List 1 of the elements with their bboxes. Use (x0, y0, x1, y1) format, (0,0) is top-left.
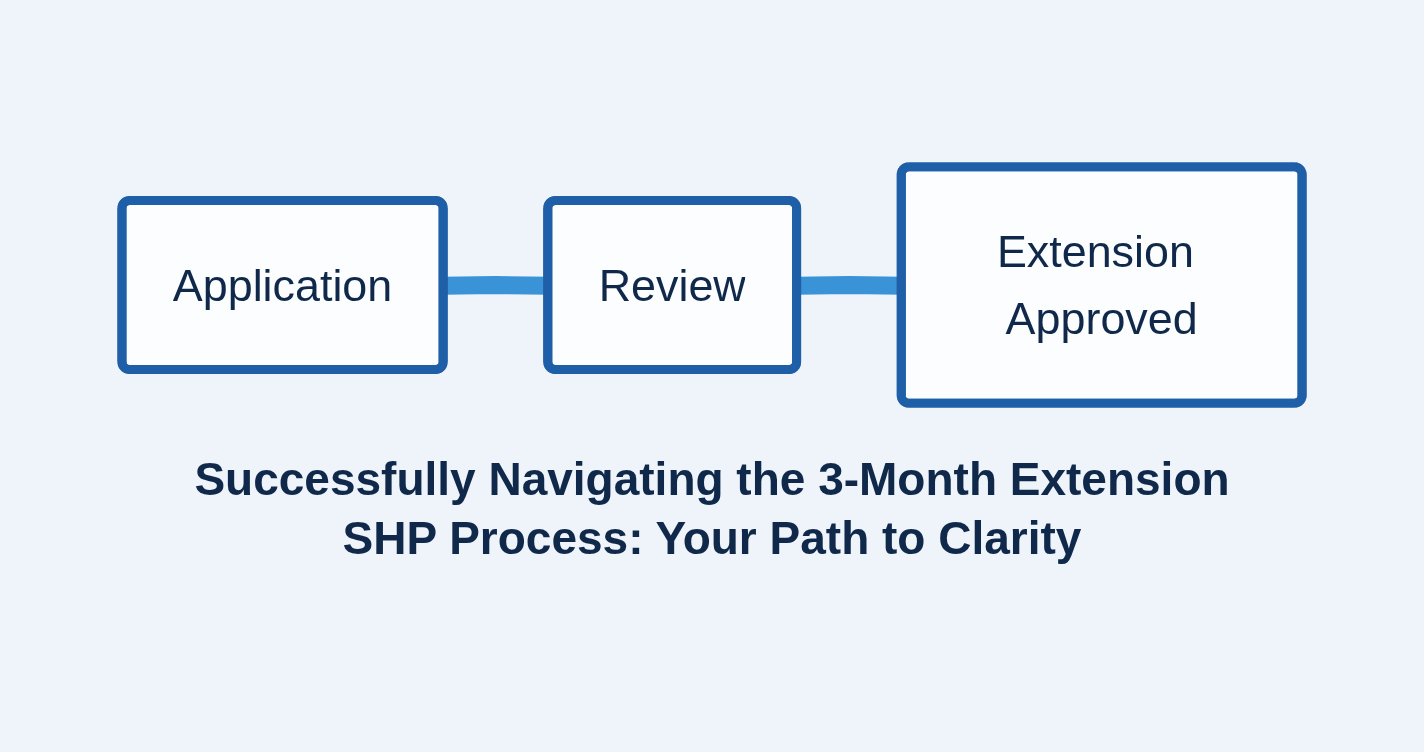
diagram-title: Successfully Navigating the 3-Month Extension SHP Process: Your Path to Clarity (193, 452, 1231, 566)
